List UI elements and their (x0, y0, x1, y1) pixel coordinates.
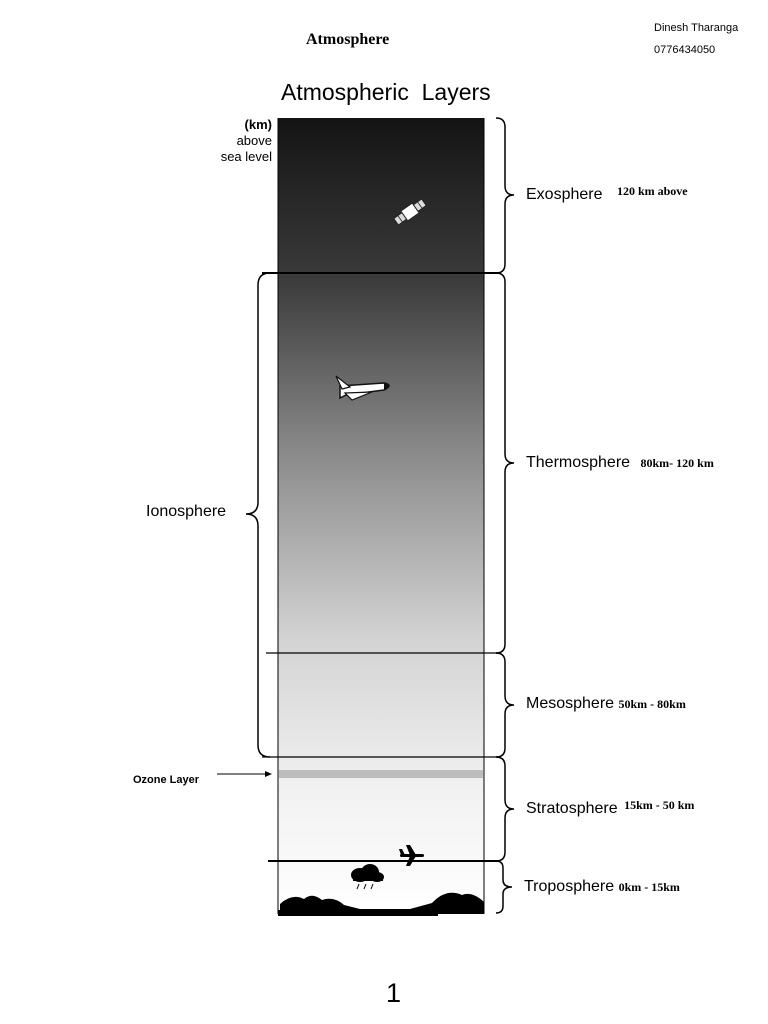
layer-range: 120 km above (616, 184, 688, 198)
brace-stratosphere (495, 756, 515, 862)
layer-label-mesosphere: Mesosphere 50km - 80km (526, 695, 686, 713)
rain-cloud-icon (351, 864, 384, 890)
ozone-layer-label: Ozone Layer (133, 774, 200, 786)
layer-range: 15km - 50 km (624, 798, 695, 812)
unit-label-line1: (km) (244, 117, 272, 132)
brace-ionosphere (245, 272, 271, 758)
atmosphere-column (278, 118, 484, 914)
mountains-icon (278, 892, 484, 916)
layer-name: Troposphere (524, 878, 615, 895)
ozone-band (279, 770, 483, 778)
diagram-title: Atmospheric Layers (281, 79, 491, 105)
brace-exosphere (495, 117, 515, 274)
layer-name: Mesosphere (526, 695, 615, 712)
ionosphere-label: Ionosphere (146, 503, 227, 520)
layer-name: Thermosphere (526, 454, 631, 471)
document-title: Atmosphere (306, 31, 390, 48)
altitude-unit-label: (km) above sea level (210, 117, 272, 165)
author-phone: 0776434050 (654, 44, 716, 56)
layer-label-exosphere: Exosphere 120 km above (526, 184, 688, 204)
layer-range: 80km- 120 km (640, 456, 714, 470)
layer-label-stratosphere: Stratosphere 15km - 50 km (526, 798, 695, 818)
layer-label-thermosphere: Thermosphere 80km- 120 km (526, 454, 714, 472)
layer-range: 0km - 15km (618, 880, 680, 894)
author-name: Dinesh Tharanga (654, 22, 739, 34)
layer-range: 50km - 80km (618, 697, 686, 711)
space-shuttle-icon (335, 375, 390, 401)
layer-name: Exosphere (526, 186, 603, 203)
page-number: 1 (386, 978, 402, 1008)
brace-mesosphere (495, 652, 515, 758)
airplane-icon (399, 845, 424, 866)
layer-label-troposphere: Troposphere 0km - 15km (524, 878, 680, 896)
brace-thermosphere (495, 272, 515, 654)
unit-label-line3: sea level (220, 149, 272, 164)
satellite-icon (393, 198, 427, 226)
brace-troposphere (495, 860, 513, 914)
layer-name: Stratosphere (526, 800, 618, 817)
unit-label-line2: above (236, 133, 272, 148)
